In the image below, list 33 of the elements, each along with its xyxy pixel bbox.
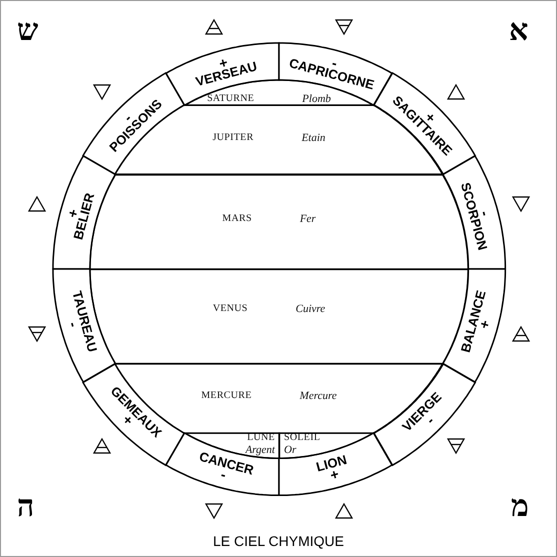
metal-name: Mercure <box>300 390 337 402</box>
metal-name: Or <box>284 444 296 456</box>
zodiac-segment <box>83 73 184 174</box>
zodiac-segment <box>374 73 475 174</box>
planet-name: MERCURE <box>201 390 252 402</box>
zodiac-segment <box>374 364 475 465</box>
hebrew-letter: ה <box>17 491 34 523</box>
planet-name: LUNE <box>247 432 275 444</box>
diagram-title: LE CIEL CHYMIQUE <box>212 533 345 549</box>
zodiac-segment <box>53 156 116 269</box>
zodiac-segment <box>442 269 505 382</box>
zodiac-segment <box>53 269 116 382</box>
zodiac-segment <box>166 432 279 495</box>
planet-name: SATURNE <box>207 93 254 105</box>
planet-name: VENUS <box>212 303 248 315</box>
polarity-sign: - <box>220 469 228 482</box>
metal-name: Cuivre <box>296 303 326 315</box>
metal-name: Fer <box>300 213 316 225</box>
metal-name: Etain <box>302 132 326 144</box>
hebrew-letter: א <box>509 15 528 47</box>
polarity-sign: - <box>330 56 338 69</box>
planet-name: MARS <box>222 213 252 225</box>
planet-name: SOLEIL <box>284 432 320 444</box>
zodiac-segment <box>279 432 392 495</box>
zodiac-segment <box>83 364 184 465</box>
polarity-sign: + <box>328 468 340 482</box>
zodiac-segment <box>442 156 505 269</box>
polarity-sign: - <box>66 320 79 328</box>
hebrew-letter: ש <box>17 15 38 47</box>
hebrew-letter: מ <box>511 491 529 523</box>
planet-name: JUPITER <box>212 132 254 144</box>
zodiac-segment <box>279 43 392 106</box>
metal-name: Plomb <box>302 93 331 105</box>
